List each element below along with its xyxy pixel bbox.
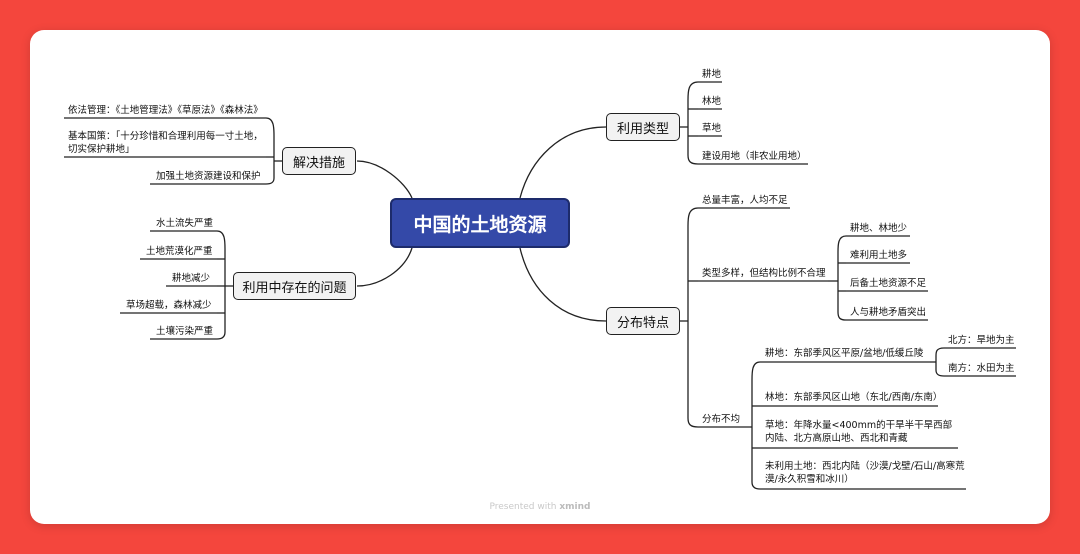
leaf-problem[interactable]: 耕地减少 (172, 273, 211, 284)
leaf-farmland-south[interactable]: 南方：水田为主 (948, 363, 1015, 374)
leaf-use-type[interactable]: 草地 (702, 123, 722, 134)
subtopic-uneven[interactable]: 分布不均 (702, 414, 741, 425)
connector (687, 81, 699, 165)
footer-prefix: Presented with (489, 502, 557, 512)
subtopic-total[interactable]: 总量丰富，人均不足 (702, 195, 788, 206)
mindmap-canvas (30, 30, 1050, 524)
leaf-variety[interactable]: 难利用土地多 (850, 250, 908, 261)
leaf-use-type[interactable]: 耕地 (702, 69, 722, 80)
leaf-problem[interactable]: 水土流失严重 (156, 218, 214, 229)
leaf-grass[interactable]: 草地：年降水量<400mm的干旱半干旱西部内陆、北方高原山地、西北和青藏 (765, 420, 953, 444)
topic-use-types[interactable]: 利用类型 (606, 113, 680, 141)
leaf-farmland[interactable]: 耕地：东部季风区平原/盆地/低缓丘陵 (765, 348, 924, 359)
leaf-unused[interactable]: 未利用土地：西北内陆（沙漠/戈壁/石山/高寒荒漠/永久积雪和冰川） (765, 461, 965, 485)
leaf-problem[interactable]: 土壤污染严重 (156, 326, 214, 337)
leaf-use-type[interactable]: 建设用地（非农业用地） (702, 151, 807, 162)
leaf-variety[interactable]: 人与耕地矛盾突出 (850, 307, 927, 318)
leaf-variety[interactable]: 后备土地资源不足 (850, 278, 927, 289)
leaf-farmland-north[interactable]: 北方：旱地为主 (948, 335, 1015, 346)
connector (356, 247, 413, 287)
subtopic-variety[interactable]: 类型多样，但结构比例不合理 (702, 268, 826, 279)
leaf-measure[interactable]: 加强土地资源建设和保护 (156, 171, 261, 182)
connector (519, 247, 607, 322)
xmind-logo: xmind (559, 502, 591, 512)
root-topic[interactable]: 中国的土地资源 (390, 198, 570, 248)
footer-watermark: Presented with xmind (0, 502, 1080, 512)
connector (751, 361, 761, 490)
connector (216, 230, 226, 340)
leaf-use-type[interactable]: 林地 (702, 96, 722, 107)
connector (687, 207, 699, 428)
connector (935, 347, 945, 377)
connector (356, 160, 413, 199)
leaf-problem[interactable]: 土地荒漠化严重 (146, 246, 213, 257)
connector (519, 126, 607, 199)
connector (265, 117, 275, 185)
topic-distribution[interactable]: 分布特点 (606, 307, 680, 335)
leaf-problem[interactable]: 草场超载，森林减少 (126, 300, 212, 311)
topic-problems[interactable]: 利用中存在的问题 (233, 272, 356, 300)
leaf-variety[interactable]: 耕地、林地少 (850, 223, 908, 234)
topic-measures[interactable]: 解决措施 (282, 147, 356, 175)
leaf-measure[interactable]: 基本国策：「十分珍惜和合理利用每一寸土地，切实保护耕地」 (68, 131, 263, 155)
leaf-forest[interactable]: 林地：东部季风区山地（东北/西南/东南） (765, 392, 943, 403)
leaf-measure[interactable]: 依法管理：《土地管理法》《草原法》《森林法》 (68, 105, 263, 116)
connector (837, 235, 847, 321)
